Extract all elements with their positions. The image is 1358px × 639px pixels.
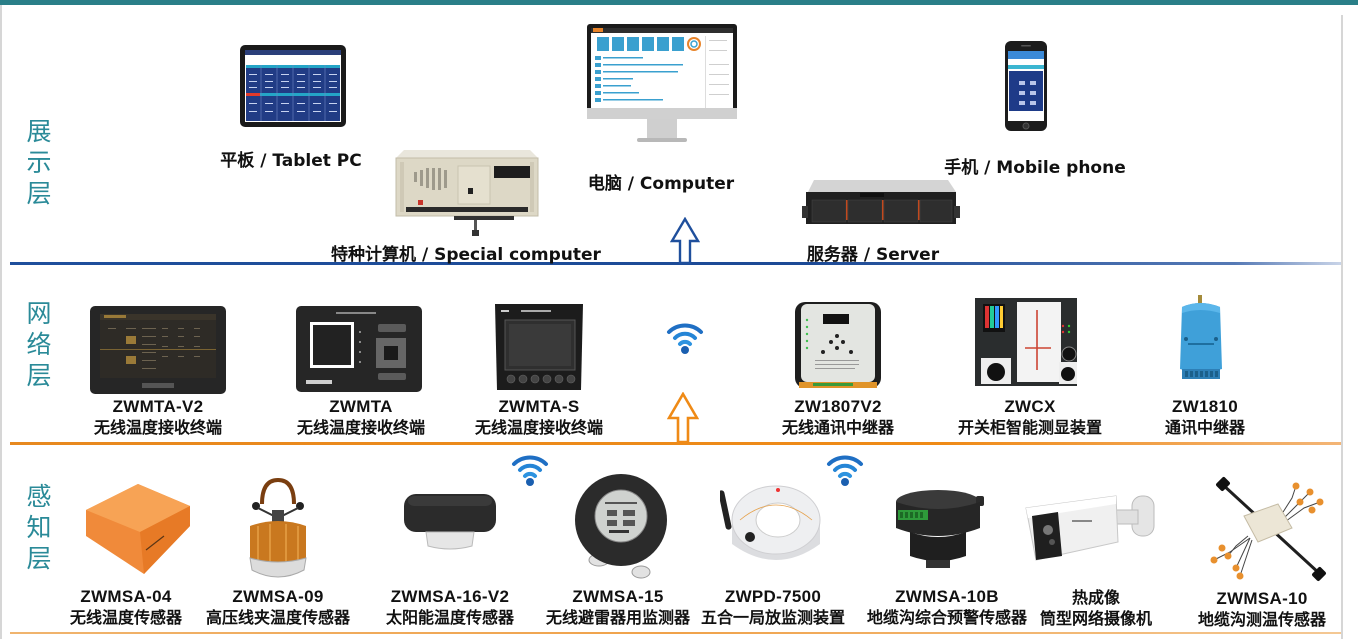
model-name: ZWCX — [1004, 397, 1056, 416]
wifi-icon — [511, 452, 549, 492]
model-name: ZWMTA — [329, 397, 393, 416]
perception-item-zwmsa-16-v2-label: ZWMSA-16-V2 太阳能温度传感器 — [386, 587, 514, 628]
model-desc: 开关柜智能测显装置 — [957, 418, 1103, 437]
perception-item-zwmsa-15-label: ZWMSA-15 无线避雷器用监测器 — [546, 587, 690, 628]
perception-item-zwmsa-04-label: ZWMSA-04 无线温度传感器 — [70, 587, 182, 628]
perception-item-zwmsa-09-label: ZWMSA-09 高压线夹温度传感器 — [206, 587, 350, 628]
wifi-icon — [666, 320, 704, 360]
arrow-up-icon — [669, 216, 701, 269]
network-item-zwmta-v2-label: ZWMTA-V2 无线温度接收终端 — [94, 397, 222, 438]
smartphone-icon — [1005, 41, 1047, 135]
network-layer-divider — [10, 442, 1341, 445]
perception-item-thermal-camera-label: 热成像 筒型网络摄像机 — [1040, 587, 1152, 629]
display-item-tablet-label: 平板 / Tablet PC — [220, 151, 362, 171]
network-item-zw1810-label: ZW1810 通讯中继器 — [1165, 397, 1245, 438]
industrial-computer-icon — [394, 150, 540, 244]
pd-monitor-icon — [718, 480, 824, 580]
layer-label-text: 感知层 — [26, 482, 52, 573]
layer-label-display: 展示层 — [24, 116, 54, 209]
clamp-sensor-icon — [248, 477, 308, 586]
model-desc: 无线通讯中继器 — [781, 418, 895, 437]
thermal-camera-icon — [1022, 490, 1172, 570]
model-desc: 五合一局放监测装置 — [700, 608, 846, 627]
model-name: ZWPD-7500 — [724, 587, 822, 606]
solar-sensor-icon — [402, 492, 498, 556]
layer-label-network: 网络层 — [24, 298, 54, 391]
panel-terminal-icon — [296, 306, 422, 396]
model-name: ZW1807V2 — [794, 397, 882, 416]
model-desc: 无线避雷器用监测器 — [545, 608, 691, 627]
model-desc: 无线温度传感器 — [69, 608, 183, 627]
model-name: ZWMSA-10 — [1216, 589, 1308, 608]
cable-trench-sensor-icon — [890, 488, 986, 576]
display-layer-divider — [10, 262, 1341, 265]
header-bar — [0, 0, 1358, 5]
model-name: ZW1810 — [1171, 397, 1239, 416]
layer-label-text: 展示层 — [26, 117, 52, 208]
network-item-zwcx-label: ZWCX 开关柜智能测显装置 — [958, 397, 1102, 438]
desktop-monitor-icon — [587, 24, 737, 152]
model-name: ZWMTA-S — [498, 397, 580, 416]
network-item-zwmta-label: ZWMTA 无线温度接收终端 — [297, 397, 425, 438]
arrester-monitor-icon — [569, 474, 671, 586]
din-relay-icon — [1176, 293, 1226, 389]
display-item-special-computer-label: 特种计算机 / Special computer — [331, 245, 601, 265]
model-name: ZWMSA-04 — [80, 587, 172, 606]
display-item-mobile-phone-label: 手机 / Mobile phone — [944, 158, 1126, 178]
model-name: ZWMSA-16-V2 — [390, 587, 510, 606]
model-name: ZWMSA-10B — [895, 587, 999, 606]
left-border — [0, 5, 2, 639]
model-name: ZWMSA-15 — [572, 587, 664, 606]
orange-sensor-icon — [84, 480, 192, 580]
display-item-server-label: 服务器 / Server — [806, 245, 940, 265]
wifi-icon — [826, 452, 864, 492]
touchscreen-terminal-icon — [90, 306, 226, 398]
perception-item-zwpd-7500-label: ZWPD-7500 五合一局放监测装置 — [701, 587, 845, 628]
network-item-zwmta-s-label: ZWMTA-S 无线温度接收终端 — [475, 397, 603, 438]
rack-server-icon — [800, 180, 962, 230]
model-name: ZWMTA-V2 — [112, 397, 204, 416]
perception-item-zwmsa-10b-label: ZWMSA-10B 地缆沟综合预警传感器 — [867, 587, 1027, 628]
switchgear-display-icon — [973, 296, 1079, 392]
tablet-icon — [240, 45, 346, 131]
model-desc: 高压线夹温度传感器 — [205, 608, 351, 627]
square-meter-icon — [491, 302, 587, 398]
perception-item-zwmsa-10-label: ZWMSA-10 地缆沟测温传感器 — [1198, 589, 1326, 630]
model-desc: 无线温度接收终端 — [296, 418, 426, 437]
layer-label-text: 网络层 — [26, 299, 52, 390]
model-desc: 无线温度接收终端 — [474, 418, 604, 437]
display-item-computer-label: 电脑 / Computer — [587, 174, 735, 194]
right-border — [1341, 15, 1343, 639]
layer-label-perception: 感知层 — [24, 481, 54, 574]
model-desc: 地缆沟测温传感器 — [1197, 610, 1327, 629]
model-name: ZWMSA-09 — [232, 587, 324, 606]
model-desc: 筒型网络摄像机 — [1039, 609, 1153, 628]
model-desc: 太阳能温度传感器 — [385, 608, 515, 627]
model-desc: 无线温度接收终端 — [93, 418, 223, 437]
model-desc: 地缆沟综合预警传感器 — [866, 608, 1028, 627]
model-name: 热成像 — [1071, 588, 1121, 607]
cable-temp-sensor-icon — [1200, 472, 1330, 596]
relay-box-icon — [793, 300, 883, 396]
model-desc: 通讯中继器 — [1164, 418, 1246, 437]
arrow-up-icon — [666, 391, 700, 448]
perception-layer-divider — [10, 632, 1341, 634]
network-item-zw1807v2-label: ZW1807V2 无线通讯中继器 — [782, 397, 894, 438]
